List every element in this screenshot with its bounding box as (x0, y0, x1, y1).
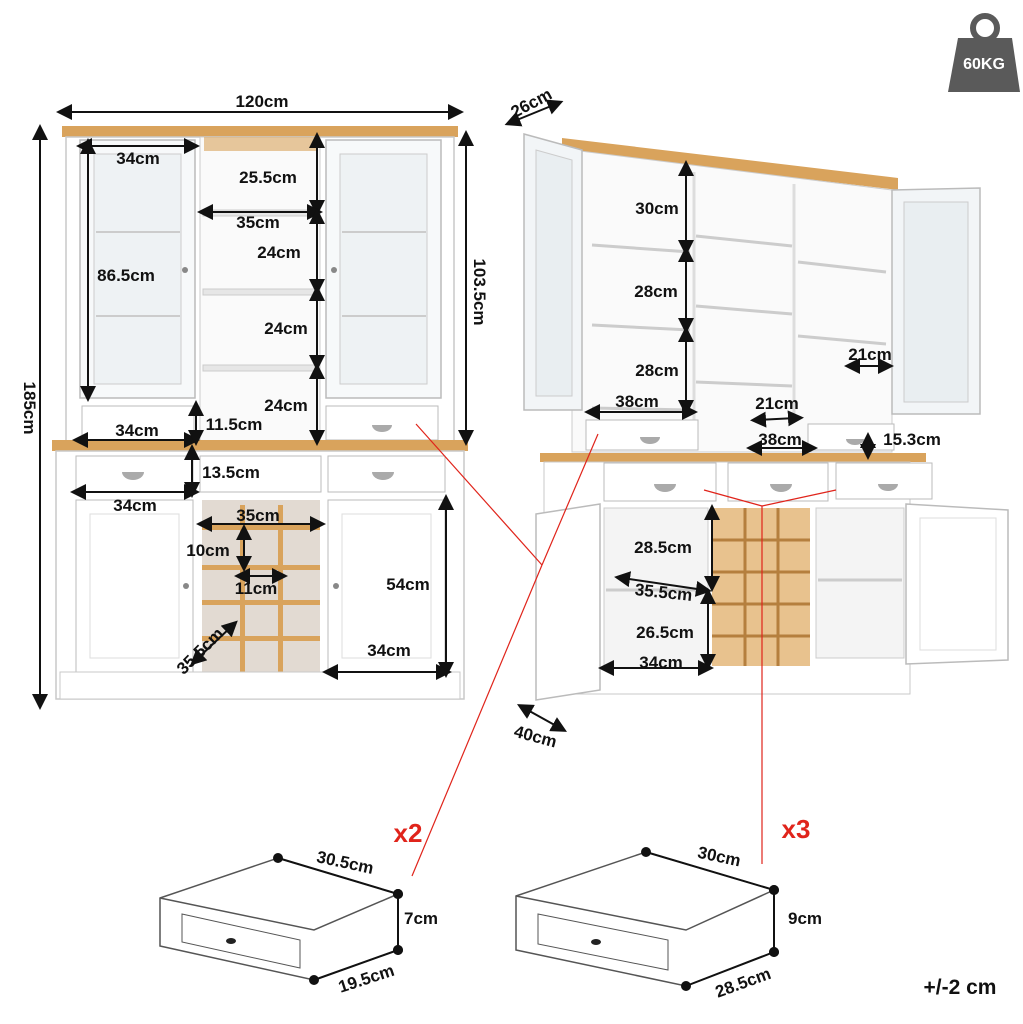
small-drawer-height-label: 11.5cm (206, 415, 263, 434)
base-door-right (327, 499, 446, 673)
width-label: 120cm (236, 92, 289, 111)
angle-hutch-drawer-left (585, 419, 699, 451)
weight-badge: 60KG (948, 13, 1020, 92)
base-depth-label: 40cm (512, 722, 559, 752)
right-shelf-depth-label: 21cm (848, 345, 891, 364)
drawer-handle (372, 472, 394, 480)
middle-drawer-width-label: 38cm (758, 430, 801, 449)
door-panel (919, 517, 997, 651)
door-knob (182, 267, 188, 273)
drawer-large-height: 9cm (788, 909, 822, 928)
weight-icon (948, 13, 1020, 92)
wine-cell-width-label: 11cm (235, 579, 278, 598)
top-shelf-label: 25.5cm (239, 168, 297, 187)
middle-drawer-depth-label: 21cm (755, 394, 798, 413)
angle-base-drawer-right (835, 462, 933, 500)
base-drawer-middle (199, 455, 322, 493)
angle-base-drawer-left (603, 462, 717, 502)
door-panel (89, 513, 180, 659)
drawer-large-detail: x3 30cm 9cm 28.5cm (515, 814, 822, 1002)
angle-hutch-top (562, 138, 898, 190)
door-panel (341, 513, 432, 659)
drawer-handle (372, 425, 392, 432)
drawer-small-detail: x2 30.5cm 7cm 19.5cm (159, 818, 438, 997)
total-height-label: 185cm (20, 382, 39, 435)
angle-hutch-drawer-right (807, 423, 895, 451)
base-drawer-width-label: 34cm (113, 496, 156, 515)
wine-cell-height-label: 10cm (186, 541, 229, 560)
open-shelf (202, 364, 318, 372)
glass-pane (535, 149, 573, 397)
hutch-top (62, 126, 458, 137)
weight-label: 60KG (963, 56, 1005, 73)
shelf-gap-label: 24cm (264, 319, 307, 338)
angle-view (523, 133, 1009, 701)
cabinet-lower-height-label: 26.5cm (636, 623, 694, 642)
wine-rack-width-label: 35cm (236, 506, 279, 525)
drawer-handle (122, 472, 144, 480)
drawer-large-qty: x3 (782, 814, 811, 844)
shelf-gap-label: 24cm (257, 243, 300, 262)
pointer-lines (411, 423, 837, 877)
angle-base-door-left (535, 503, 601, 701)
glass-pane-right (339, 153, 428, 385)
glass-pane (903, 201, 969, 403)
base-plinth (59, 671, 461, 700)
cabinet-interior (815, 507, 905, 659)
hutch-depth-label: 26cm (508, 85, 555, 122)
open-shelf-width-label: 35cm (236, 213, 279, 232)
drawer-small-height: 7cm (404, 909, 438, 928)
left-shelf-label: 28cm (634, 282, 677, 301)
cabinet-width-label: 34cm (639, 653, 682, 672)
door-knob (183, 583, 189, 589)
angle-base-drawer-middle (727, 462, 829, 502)
base-door-height-label: 54cm (386, 575, 429, 594)
hutch-drawer-right (325, 405, 439, 441)
glass-door-width-label: 34cm (116, 149, 159, 168)
angle-base-door-right (905, 503, 1009, 665)
drawer-small-qty: x2 (394, 818, 423, 848)
glass-door-height-label: 86.5cm (97, 266, 155, 285)
door-knob (331, 267, 337, 273)
open-shelf-back (204, 137, 316, 151)
left-shelf-label: 28cm (635, 361, 678, 380)
drawer-height-label: 13.5cm (202, 463, 260, 482)
hutch-height-label: 103.5cm (470, 258, 489, 325)
left-shelf-width-label: 38cm (615, 392, 658, 411)
small-drawer-width-label: 34cm (115, 421, 158, 440)
angle-base-top (540, 453, 926, 462)
glass-pane-left (93, 153, 182, 385)
left-shelf-label: 30cm (635, 199, 678, 218)
drawer-large-width: 30cm (696, 843, 742, 871)
angle-dimensions (504, 99, 894, 732)
cabinet-shelf-height-label: 28.5cm (634, 538, 692, 557)
base-door-width-label: 34cm (367, 641, 410, 660)
angle-wine-rack (712, 508, 810, 666)
base-door-left (75, 499, 194, 673)
tolerance-note: +/-2 cm (924, 976, 997, 999)
right-drawer-label: 15.3cm (883, 430, 941, 449)
shelf-gap-label: 24cm (264, 396, 307, 415)
front-dimensions (32, 104, 474, 710)
base-top (52, 440, 468, 451)
door-knob (333, 583, 339, 589)
open-shelf (202, 288, 318, 296)
